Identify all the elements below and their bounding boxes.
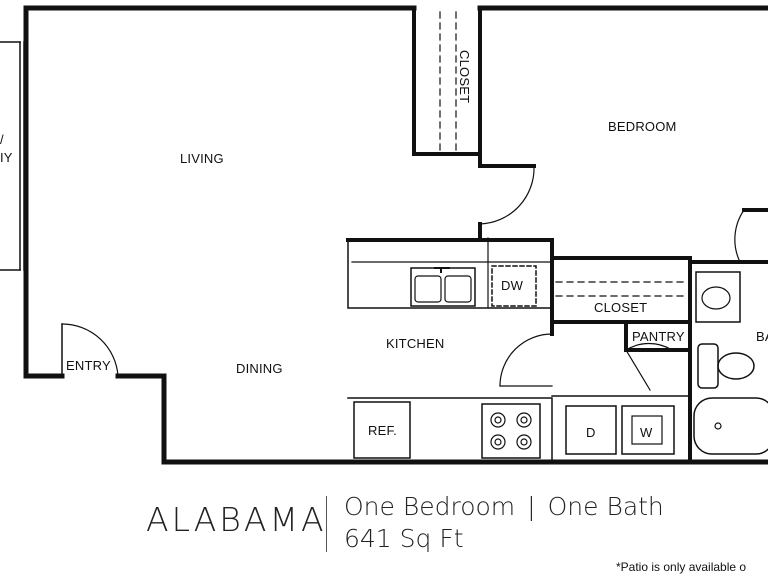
burner <box>516 412 532 428</box>
closet-door-track <box>555 281 687 297</box>
toilet-tank <box>697 343 719 389</box>
vanity-sink <box>701 286 731 310</box>
burner <box>494 416 502 424</box>
refrigerator-label: REF. <box>368 423 397 438</box>
title-divider <box>326 496 327 552</box>
refrigerator-box <box>353 401 411 459</box>
burner <box>490 434 506 450</box>
room-label-bedroom: BEDROOM <box>608 119 677 134</box>
dryer-label: D <box>586 425 596 440</box>
sink-basin-left <box>414 275 442 303</box>
bathtub <box>693 397 768 455</box>
closet-door-track <box>439 11 457 151</box>
room-label-pantry: PANTRY <box>632 329 685 344</box>
sink-basin <box>410 267 476 307</box>
burner <box>494 438 502 446</box>
unit-description: One Bedroom | One Bath <box>344 492 664 521</box>
burner <box>490 412 506 428</box>
kitchen-counter <box>346 238 554 332</box>
faucet <box>434 267 450 273</box>
range-box <box>481 403 541 459</box>
room-label-patio-1: / <box>0 132 4 147</box>
washer-label: W <box>640 425 653 440</box>
kitchen-counter-edge <box>347 239 553 309</box>
vanity <box>695 271 741 323</box>
washer-lid <box>631 415 663 445</box>
entry-door-swing <box>61 323 119 377</box>
hall-door-swing <box>499 333 553 387</box>
dishwasher-box <box>491 265 537 307</box>
toilet-bowl <box>717 352 755 380</box>
bath-count: One Bath <box>547 492 664 521</box>
dryer-box <box>565 405 617 455</box>
dishwasher-label: DW <box>501 278 524 293</box>
floor-plan-name: ALABAMA <box>146 500 327 539</box>
unit-area: 641 Sq Ft <box>344 524 464 553</box>
burner <box>520 416 528 424</box>
bath-door-swing <box>734 209 745 263</box>
description-separator: | <box>527 492 536 521</box>
outer-wall <box>23 5 65 379</box>
room-label-dining: DINING <box>236 361 283 376</box>
tub-drain <box>714 422 722 430</box>
room-label-closet-mid: CLOSET <box>594 300 647 315</box>
patio-rail <box>0 41 21 271</box>
sink-basin-right <box>444 275 472 303</box>
floor-plan: LIVING BEDROOM CLOSET CLOSET KITCHEN DIN… <box>0 5 768 465</box>
room-label-bath: BA <box>756 329 768 344</box>
closet-wall <box>550 256 692 464</box>
pantry-door-swing <box>625 342 673 391</box>
washer-box <box>621 405 675 455</box>
room-label-living: LIVING <box>180 151 224 166</box>
patio-footnote: *Patio is only available o <box>616 560 747 574</box>
bedroom-door-swing <box>479 165 535 225</box>
bedroom-count: One Bedroom <box>344 492 516 521</box>
room-label-kitchen: KITCHEN <box>386 336 444 351</box>
outer-wall <box>115 373 768 465</box>
burner <box>516 434 532 450</box>
closet-wall <box>412 6 482 156</box>
patio-slider <box>19 41 25 271</box>
room-label-patio-2: IY <box>0 150 13 165</box>
burner <box>520 438 528 446</box>
kitchen-lower-counter <box>347 397 553 463</box>
room-label-entry: ENTRY <box>66 358 111 373</box>
room-label-closet-top: CLOSET <box>457 50 472 103</box>
